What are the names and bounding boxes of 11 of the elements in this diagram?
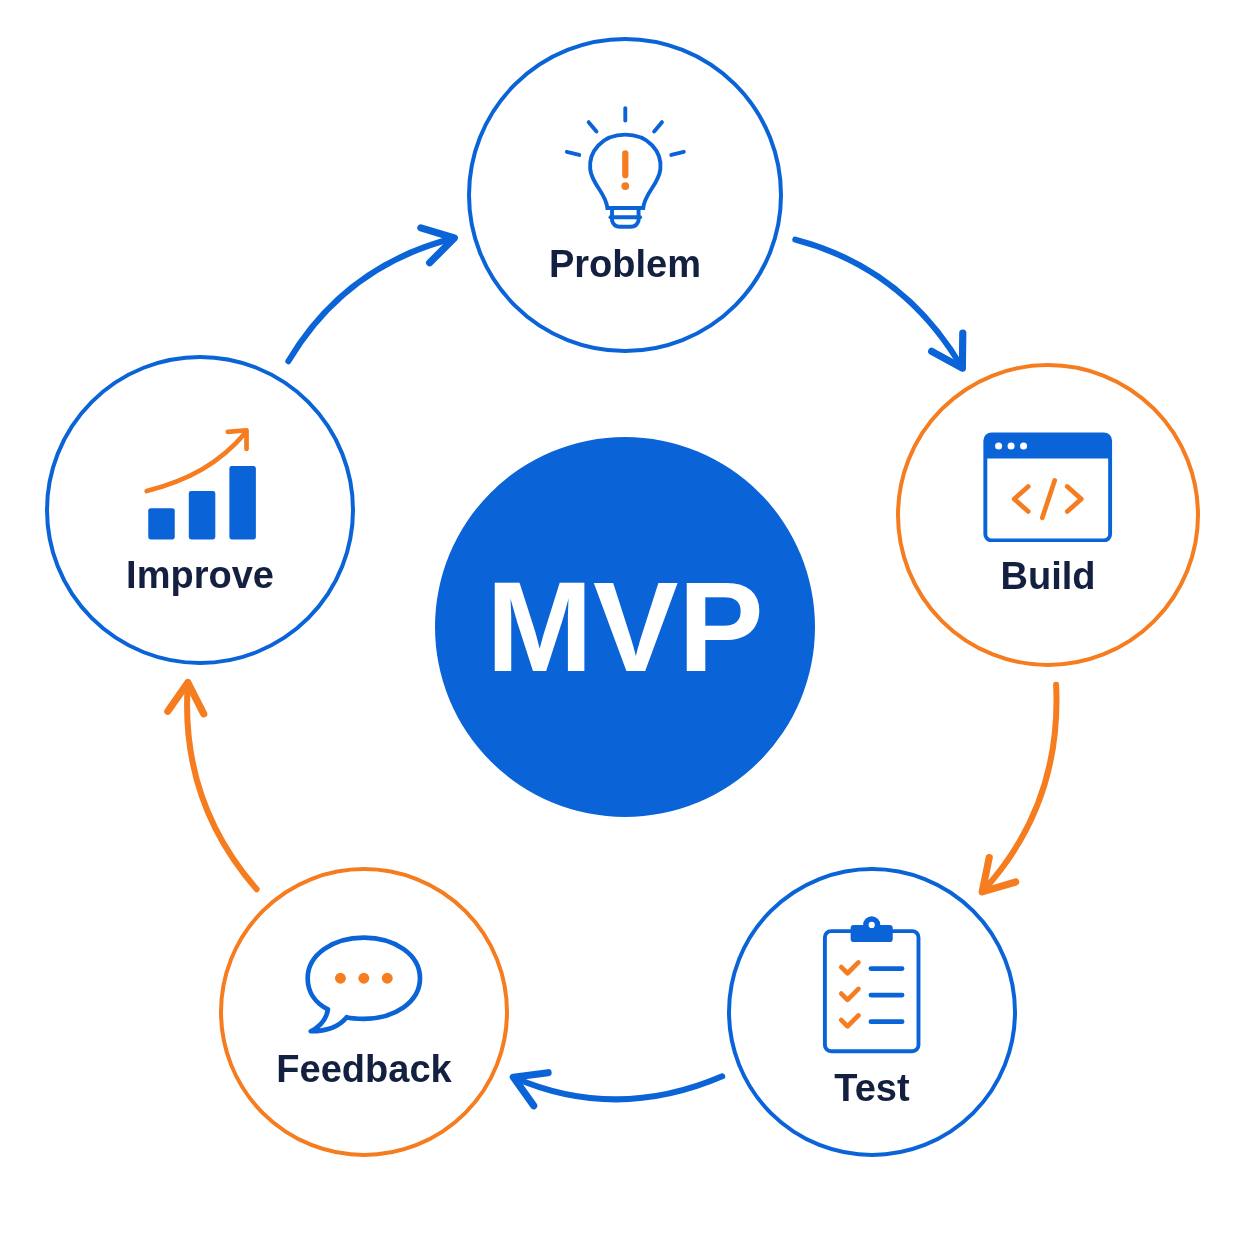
center-label: MVP — [486, 556, 764, 698]
arrow — [509, 1068, 726, 1109]
arrow — [792, 236, 966, 372]
step-label: Build — [1000, 556, 1096, 599]
step-label: Test — [834, 1068, 910, 1111]
arrow — [285, 225, 458, 365]
arrow — [978, 681, 1060, 896]
arrow — [165, 678, 260, 893]
step-label: Improve — [126, 554, 274, 597]
step-label: Feedback — [276, 1048, 452, 1091]
step-label: Problem — [548, 243, 701, 286]
